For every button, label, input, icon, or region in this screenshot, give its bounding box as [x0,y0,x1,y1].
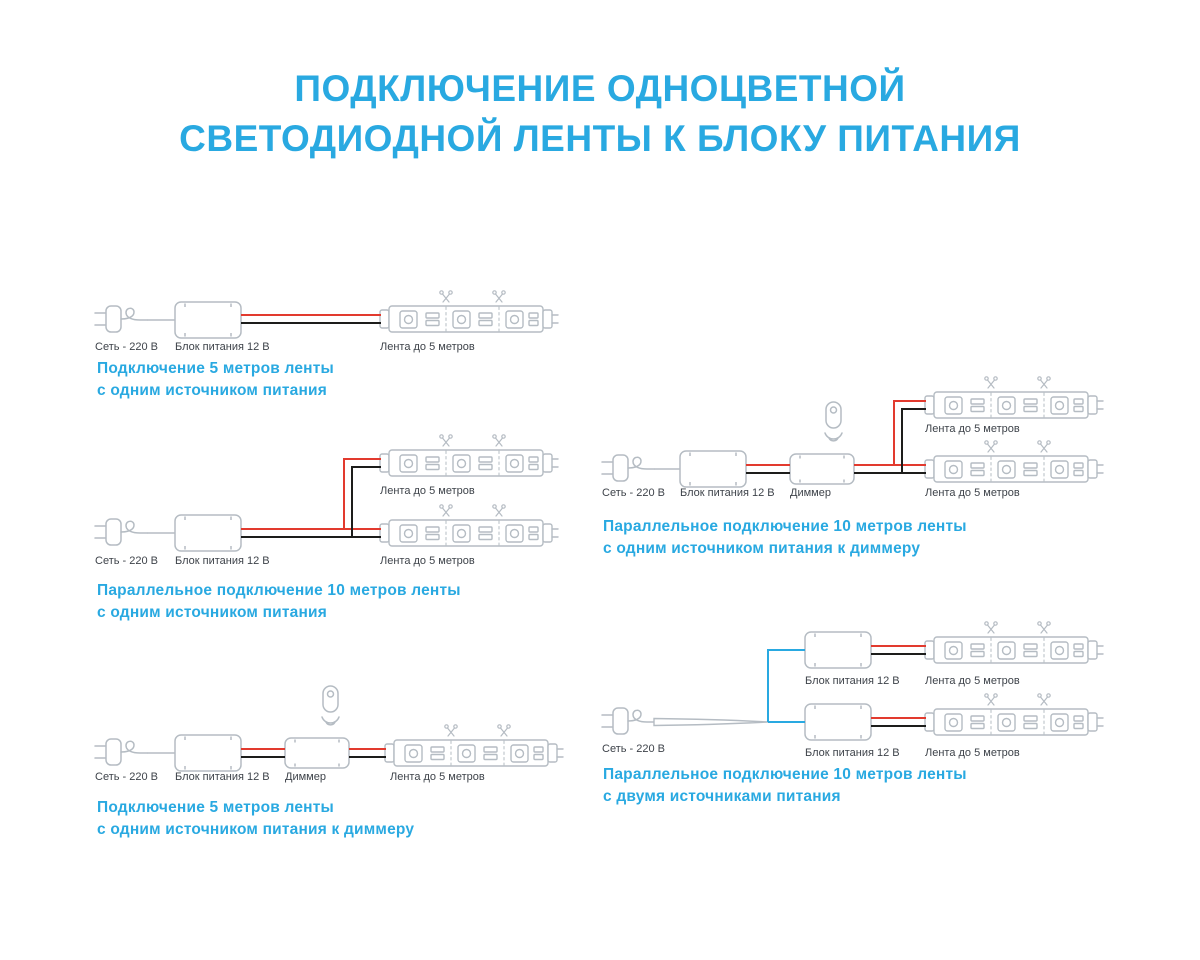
caption-1-line-1: Подключение 5 метров ленты [97,360,334,377]
wire-red-branch [343,458,381,529]
label-psu: Блок питания 12 В [805,747,900,759]
page-title: ПОДКЛЮЧЕНИЕ ОДНОЦВЕТНОЙ СВЕТОДИОДНОЙ ЛЕН… [0,64,1200,164]
label-strip: Лента до 5 метров [380,341,475,353]
plug-icon [94,738,148,766]
plug-icon [601,454,655,482]
caption-3-line-2: с одним источником питания к диммеру [97,821,415,838]
psu-box [174,301,242,339]
led-strip-icon [919,377,1103,418]
wire-red-branch [893,400,926,465]
plug-icon [94,305,148,333]
caption-4-line-2: с одним источником питания к диммеру [603,540,921,557]
psu-box [804,703,872,741]
caption-5-line-1: Параллельное подключение 10 метров ленты [603,766,967,783]
led-strip-icon [919,622,1103,663]
caption-diagram-2: Параллельное подключение 10 метров ленты… [97,580,461,624]
caption-diagram-4: Параллельное подключение 10 метров ленты… [603,516,967,560]
label-strip: Лента до 5 метров [925,747,1020,759]
remote-control-icon [824,401,843,442]
label-strip: Лента до 5 метров [925,675,1020,687]
label-strip: Лента до 5 метров [380,485,475,497]
led-strip-icon [374,291,558,332]
wire-blue-branch [767,649,805,722]
page-title-line-2: СВЕТОДИОДНОЙ ЛЕНТЫ К БЛОКУ ПИТАНИЯ [179,118,1021,159]
label-psu: Блок питания 12 В [175,555,270,567]
led-strip-icon [919,694,1103,735]
label-mains: Сеть - 220 В [95,555,158,567]
diagram-parallel-10m: Лента до 5 метров Сеть - 220 В Блок пита… [94,432,582,567]
diagram-single-5m: Сеть - 220 В Блок питания 12 В Лента до … [94,288,582,353]
diagram-parallel-10m-two-psu: Блок питания 12 В Лента до 5 метров Сеть… [601,618,1120,759]
label-dimmer: Диммер [285,771,326,783]
caption-2-line-2: с одним источником питания [97,604,328,621]
psu-box [174,734,242,772]
label-psu: Блок питания 12 В [805,675,900,687]
caption-diagram-3: Подключение 5 метров ленты с одним источ… [97,797,414,841]
label-mains: Сеть - 220 В [95,341,158,353]
psu-box [174,514,242,552]
caption-diagram-5: Параллельное подключение 10 метров ленты… [603,764,967,808]
diagram-parallel-10m-dimmer: Лента до 5 метров Сеть - 220 В Блок пита… [601,376,1120,499]
led-strip-icon [374,435,558,476]
plug-icon [601,707,655,735]
label-psu: Блок питания 12 В [175,341,270,353]
dimmer-box [284,737,350,769]
plug-icon [94,518,148,546]
label-strip: Лента до 5 метров [390,771,485,783]
diagram-5m-dimmer: Сеть - 220 В Блок питания 12 В Диммер Ле… [94,685,592,783]
caption-5-line-2: с двумя источниками питания [603,788,841,805]
caption-2-line-1: Параллельное подключение 10 метров ленты [97,582,461,599]
wire-black-branch [901,408,926,473]
label-mains: Сеть - 220 В [602,743,665,755]
led-strip-icon [919,441,1103,482]
remote-control-icon [321,685,340,726]
label-strip: Лента до 5 метров [925,423,1020,435]
label-mains: Сеть - 220 В [95,771,158,783]
caption-diagram-1: Подключение 5 метров ленты с одним источ… [97,358,334,402]
caption-3-line-1: Подключение 5 метров ленты [97,799,334,816]
dimmer-box [789,453,855,485]
page-title-line-1: ПОДКЛЮЧЕНИЕ ОДНОЦВЕТНОЙ [294,68,906,109]
caption-1-line-2: с одним источником питания [97,382,328,399]
led-strip-icon [379,725,563,766]
psu-box [804,631,872,669]
label-strip: Лента до 5 метров [380,555,475,567]
mains-cable [653,717,769,727]
label-strip: Лента до 5 метров [925,487,1020,499]
caption-4-line-1: Параллельное подключение 10 метров ленты [603,518,967,535]
label-psu: Блок питания 12 В [680,487,775,499]
label-psu: Блок питания 12 В [175,771,270,783]
label-dimmer: Диммер [790,487,831,499]
label-mains: Сеть - 220 В [602,487,665,499]
psu-box [679,450,747,488]
led-strip-icon [374,505,558,546]
wire-black-branch [351,466,381,537]
